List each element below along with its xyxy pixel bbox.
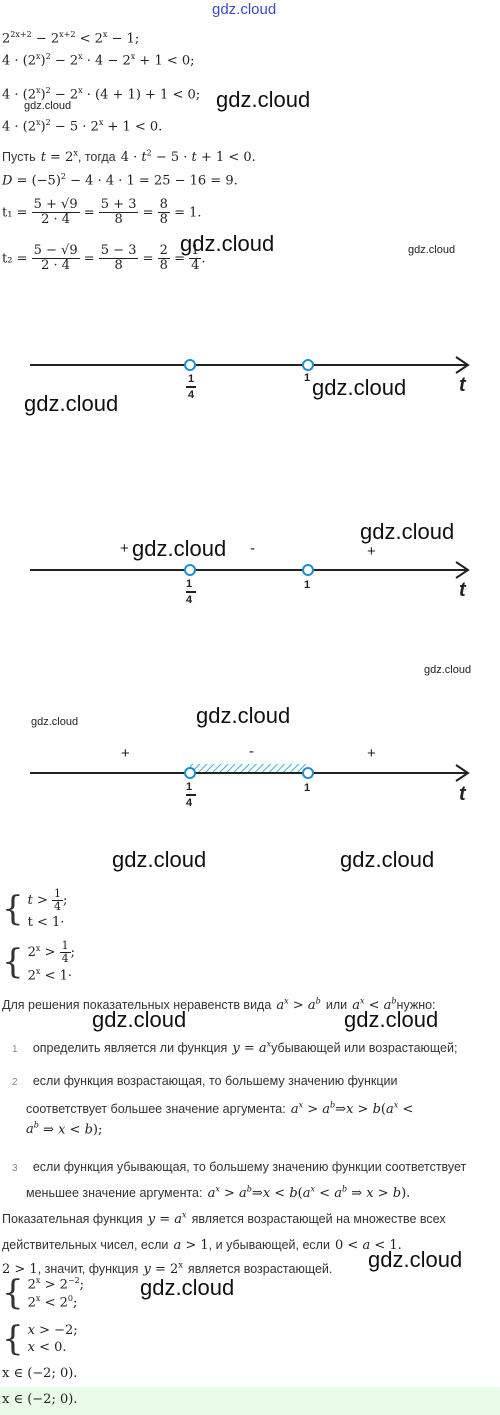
system-x: { x > −2; x < 0. [2,1319,78,1359]
sign-minus-3: - [249,743,254,760]
solution-interval-hatch [190,764,308,773]
inequality-line-3: 4 · (2x)2 − 2x · (4 + 1) + 1 < 0; [2,86,201,103]
rule-item-3-line-1: 3 если функция убывающая, то большему зн… [12,1160,467,1174]
axis-label-t-1: t [459,374,466,396]
system-powers: { 2x > 2−2; 2x < 20; [2,1273,85,1314]
axis-label-t-2: t [459,579,466,601]
watermark-10: gdz.cloud [92,1007,187,1032]
label-one-3: 1 [304,782,311,794]
rule-item-2-line-1: 2 если функция возрастающая, то большему… [12,1074,398,1088]
watermark-2: gdz.cloud [180,231,275,256]
sign-plus-right-2: + [367,543,376,560]
then-word: , тогда [77,150,116,164]
number-line-3 [30,764,470,782]
watermark-8: gdz.cloud [112,847,207,872]
rule-item-2-line-3: ab ⇒ x < b); [26,1121,103,1138]
number-line-1 [30,356,470,374]
watermark-3: gdz.cloud [312,375,407,400]
number-line-2 [30,561,470,579]
label-one-2: 1 [304,579,311,591]
watermark-6: gdz.cloud [132,536,227,561]
sign-plus-left-3: + [121,745,130,762]
label-quarter-3: 1 4 [186,781,196,810]
sign-minus-2: - [250,540,255,557]
inequality-line-1: 22x+2 − 2x+2 < 2x − 1; [2,30,140,47]
conclusion-line-3: 2 > 1, значит, функция y = 2x является в… [2,1260,333,1277]
rule-item-1: 1 определить является ли функция y = axу… [12,1039,458,1056]
sign-plus-left-2: + [120,540,129,557]
watermark-4: gdz.cloud [24,391,119,416]
result-line: x ∈ (−2; 0). [2,1366,78,1381]
rule-intro: Для решения показательных неравенств вид… [2,996,436,1013]
rule-item-3-line-2: меньшее значение аргумента: ax > ab⇒x < … [26,1184,411,1201]
answer-bar: x ∈ (−2; 0). [0,1387,500,1415]
watermark-12: gdz.cloud [368,1247,463,1272]
watermark-small-3: gdz.cloud [424,664,472,676]
conclusion-line-1: Показательная функция y = ax является во… [2,1210,446,1227]
axis-label-t-3: t [459,783,466,805]
watermark-9: gdz.cloud [340,847,435,872]
watermark-top: gdz.cloud [212,1,277,18]
rule-item-2-line-2: соответствует большее значение аргумента… [26,1100,414,1117]
point-one [302,359,314,371]
watermark-small-1: gdz.cloud [24,100,72,112]
conclusion-line-2: действительных чисел, если a > 1, и убыв… [2,1238,402,1253]
watermark-11: gdz.cloud [344,1007,439,1032]
substitution-word: Пусть [2,150,36,164]
sign-plus-right-3: + [367,745,376,762]
substitution-line: Пусть t = 2x, тогда 4 · t2 − 5 · t + 1 <… [2,148,256,165]
watermark-7: gdz.cloud [196,703,291,728]
inequality-line-2: 4 · (2x)2 − 2x · 4 − 2x + 1 < 0; [2,52,195,69]
watermark-5: gdz.cloud [360,519,455,544]
label-quarter-2: 1 4 [186,578,196,607]
watermark-small-4: gdz.cloud [31,716,79,728]
point-quarter [184,359,196,371]
label-quarter-1: 1 4 [186,373,196,402]
label-one-1: 1 [304,372,311,384]
watermark-1: gdz.cloud [216,87,311,112]
watermark-small-2: gdz.cloud [408,244,456,256]
answer-text: x ∈ (−2; 0). [2,1392,78,1407]
inequality-line-4: 4 · (2x)2 − 5 · 2x + 1 < 0. [2,118,163,135]
watermark-13: gdz.cloud [140,1275,235,1300]
discriminant-line: D = (−5)2 − 4 · 4 · 1 = 25 − 16 = 9. [2,172,238,189]
